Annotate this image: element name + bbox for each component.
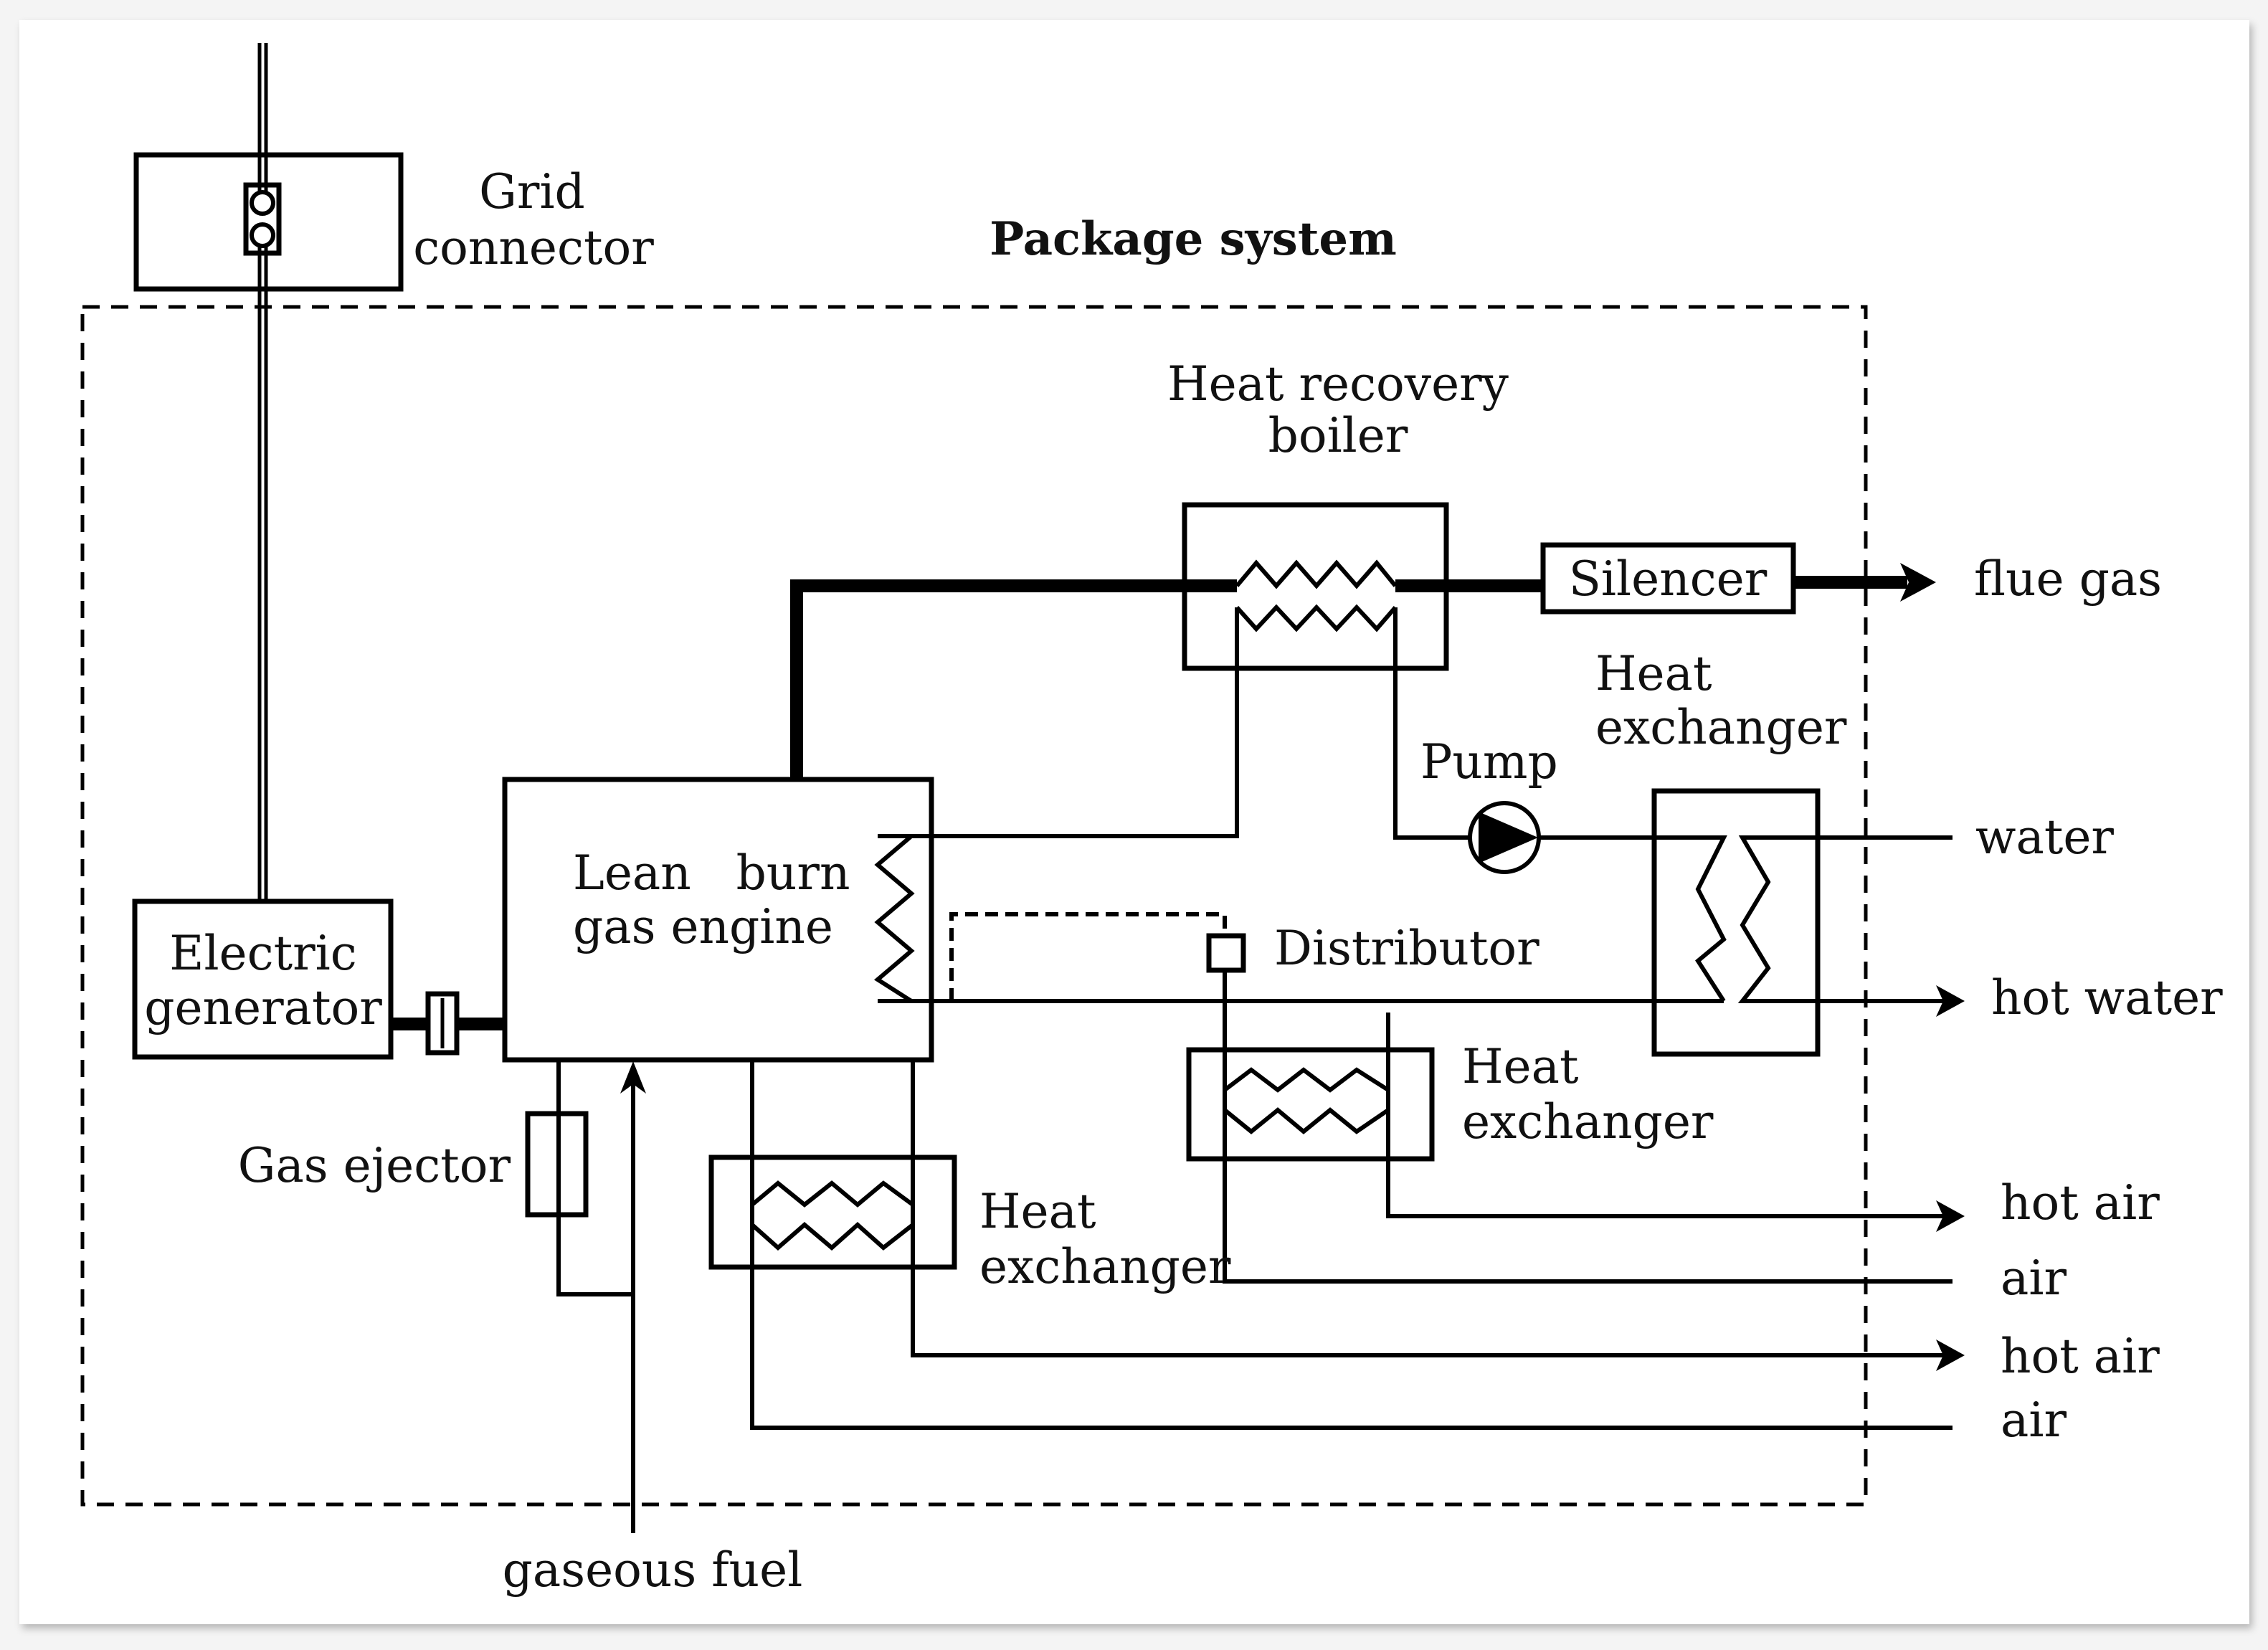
water-heat-exchanger (1651, 788, 1821, 1057)
boiler-coil-lower (1235, 604, 1398, 632)
middle-hx-coil-upper (1223, 1067, 1390, 1093)
fuel-arrow-icon (620, 1061, 646, 1094)
gas-ejector-label: Gas ejector (238, 1138, 511, 1193)
grid-connector-label-2: connector (413, 220, 654, 275)
electric-generator (132, 899, 394, 1060)
middle-hx-hot-air-pipe (1386, 1013, 1943, 1218)
water-hx-label-1: Heat (1595, 646, 1712, 701)
electric-generator-label-2: generator (144, 980, 382, 1035)
distributor-label: Distributor (1274, 921, 1539, 976)
boiler-to-pump-pipe (1393, 607, 1470, 840)
hot-air-label-2: hot air (2001, 1329, 2160, 1384)
boiler-return-pipe (878, 607, 1239, 838)
gaseous-fuel-label: gaseous fuel (503, 1542, 803, 1598)
lower-heat-exchanger (708, 1154, 957, 1270)
water-hx-coil-right (1737, 835, 1772, 1003)
lower-hx-hot-air-pipe (911, 1060, 1943, 1357)
distributor-air-pipe (1223, 970, 1953, 1284)
boiler-label-2: boiler (1268, 408, 1408, 463)
lower-hx-coil-upper (751, 1180, 914, 1208)
distributor-control-line (949, 912, 1227, 1001)
hot-air-arrow-icon-2 (1936, 1340, 1965, 1371)
hot-air-arrow-icon-1 (1936, 1200, 1965, 1232)
grid-connector (133, 43, 404, 901)
middle-heat-exchanger (1186, 1047, 1435, 1162)
middle-hx-coil-lower (1223, 1107, 1390, 1134)
lower-hx-coil-lower (751, 1221, 914, 1251)
air-label-2: air (2001, 1393, 2067, 1448)
water-label: water (1975, 810, 2114, 865)
grid-connector-label-1: Grid (479, 164, 585, 219)
middle-hx-label-1: Heat (1462, 1039, 1579, 1094)
distributor (1206, 933, 1246, 973)
boiler-label-1: Heat recovery (1167, 356, 1509, 412)
electric-generator-label-1: Electric (169, 926, 356, 981)
gas-ejector-pipe (556, 1060, 633, 1296)
hot-air-label-1: hot air (2001, 1175, 2160, 1231)
engine-coil (873, 834, 919, 1003)
pump-icon (1468, 801, 1541, 874)
engine-label-1: Lean burn (573, 845, 850, 901)
lower-hx-label-1: Heat (979, 1184, 1096, 1239)
flue-gas-arrow-icon (1900, 563, 1936, 602)
gas-ejector (525, 1111, 589, 1218)
middle-hx-label-2: exchanger (1462, 1094, 1714, 1149)
air-label-1: air (2001, 1251, 2067, 1306)
lean-burn-gas-engine (502, 777, 934, 1063)
package-system-title: Package system (990, 212, 1397, 266)
engine-label-2: gas engine (573, 899, 833, 954)
water-hx-coil-left (1695, 835, 1727, 1002)
package-system-boundary (80, 305, 1868, 1507)
flue-gas-label: flue gas (1974, 551, 2162, 607)
boiler-coil-upper (1235, 559, 1398, 589)
water-hx-label-2: exchanger (1595, 700, 1847, 755)
lower-hx-air-pipe (750, 1060, 1953, 1430)
hot-water-arrow-icon (1936, 985, 1965, 1017)
hot-water-label: hot water (1991, 970, 2223, 1025)
exhaust-pipe (790, 579, 1237, 779)
shaft-coupling (391, 991, 505, 1056)
pump-label: Pump (1420, 734, 1558, 790)
lower-hx-label-2: exchanger (979, 1239, 1231, 1294)
silencer-label: Silencer (1569, 551, 1768, 607)
